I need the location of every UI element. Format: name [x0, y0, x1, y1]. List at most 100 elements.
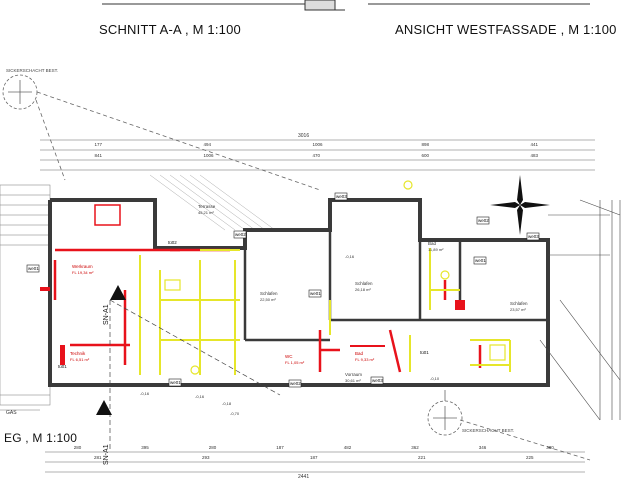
room-name: Bad — [355, 351, 364, 356]
dimension-value: 1006 — [204, 153, 215, 158]
window-tag: we01 — [310, 291, 321, 296]
sickerschacht-bottom-label: SICKERSCHACHT BEST. — [462, 428, 514, 433]
section-marker-low-label: SN-A1 — [103, 444, 110, 465]
dimension-value: 187 — [276, 445, 284, 450]
sickerschacht-top-label: SICKERSCHACHT BEST. — [6, 68, 58, 73]
dimension-value: 395 — [141, 445, 149, 450]
fixtures — [164, 180, 506, 375]
section-marker-low — [96, 400, 112, 415]
room-name: Terrasse — [198, 204, 216, 209]
room-area: FL 6,51 m² — [70, 357, 90, 362]
dimension-value: 221 — [418, 455, 426, 460]
exterior-stairs — [0, 184, 51, 411]
room-name: Bad — [428, 241, 437, 246]
dimension-value: 293 — [202, 455, 210, 460]
dimension-value: 441 — [531, 142, 539, 147]
dimension-value: 346 — [479, 445, 487, 450]
terrace-hatch — [149, 174, 276, 231]
window-tag: we03 — [372, 378, 383, 383]
window-tag-box — [334, 192, 348, 201]
window-tag-box — [476, 216, 490, 225]
room-name: Schlafen — [355, 281, 373, 286]
room-name: Technik — [70, 351, 86, 356]
room-area: 23,57 m² — [510, 307, 526, 312]
window-tag-box — [168, 378, 182, 387]
elevation-title: ANSICHT WESTFASSADE , M 1:100 — [395, 22, 617, 37]
dimension-value: 362 — [411, 445, 419, 450]
level-mark: -0,16 — [140, 391, 150, 396]
window-tag-box — [288, 379, 302, 388]
dimension-value: 280 — [74, 445, 82, 450]
dimension-value: 482 — [344, 445, 352, 450]
exterior-walls — [48, 198, 550, 387]
section-drawing-remnant — [102, 0, 590, 11]
new-construction — [139, 248, 511, 375]
dimension-value: 1006 — [313, 142, 324, 147]
room-name: WC — [285, 354, 293, 359]
room-area: 22,50 m² — [260, 297, 276, 302]
door-tag: tü01 — [420, 350, 429, 355]
dimension-value: 898 — [422, 142, 430, 147]
interior-walls — [243, 230, 548, 342]
demolition-elements — [53, 248, 482, 373]
level-mark: -0,16 — [195, 394, 205, 399]
dimension-value: 281 — [94, 455, 102, 460]
room-area: 26,18 m² — [355, 287, 371, 292]
window-tag: we01 — [170, 380, 181, 385]
north-arrow-compass — [490, 175, 550, 235]
room-area: FL 9,33 m² — [355, 357, 375, 362]
door-tag: tü01 — [58, 364, 67, 369]
dimension-value: 600 — [422, 153, 430, 158]
window-tag: we03 — [528, 234, 539, 239]
section-title: SCHNITT A-A , M 1:100 — [99, 22, 241, 37]
window-tag-box — [308, 289, 322, 298]
room-name: Werkraum — [72, 264, 93, 269]
level-mark: -0,18 — [222, 401, 232, 406]
dimension-value: 225 — [526, 455, 534, 460]
door-tag: tü02 — [168, 240, 177, 245]
dimension-lines-top — [40, 139, 595, 171]
level-marks: -0,16-0,16-0,18-0,70-0,16-0,10 — [140, 254, 440, 416]
plan-title: EG , M 1:100 — [4, 431, 78, 445]
window-tag: we02 — [478, 218, 489, 223]
dimension-value: 380 — [546, 445, 554, 450]
demolition-fills — [40, 204, 465, 365]
room-area: FL 1,05 m² — [285, 360, 305, 365]
dimension-value: 187 — [310, 455, 318, 460]
level-mark: -0,70 — [230, 411, 240, 416]
window-tag: we03 — [336, 194, 347, 199]
window-tag-box — [26, 264, 40, 273]
window-tag-box — [233, 230, 247, 239]
section-marker-mid-label: SN-A1 — [103, 304, 110, 325]
section-marker-mid — [110, 285, 126, 300]
dims-bottom-row2: 281 293 187 221 225 — [94, 455, 534, 460]
sickerschacht-bottom — [427, 390, 591, 461]
window-tag: we01 — [28, 266, 39, 271]
room-name: Vorraum — [345, 372, 362, 377]
room-name: Schlafen — [260, 291, 278, 296]
window-tag-box — [473, 256, 487, 265]
window-tag: we02 — [290, 381, 301, 386]
room-area: 30,61 m² — [345, 378, 361, 383]
dim-total-top: 3016 — [298, 133, 309, 139]
room-area: 45,21 m² — [198, 210, 214, 215]
window-tag-box — [370, 376, 384, 385]
dimension-value: 470 — [313, 153, 321, 158]
room-name: Schlafen — [510, 301, 528, 306]
dimension-value: 841 — [95, 153, 103, 158]
dim-total-bottom: 2441 — [298, 474, 309, 480]
section-line-dashed — [109, 299, 281, 450]
gas-label: GAS — [6, 410, 17, 416]
dimension-value: 494 — [204, 142, 212, 147]
dimension-lines-bottom — [45, 451, 585, 473]
window-tag: we02 — [235, 232, 246, 237]
room-area: 11,89 m² — [428, 247, 444, 252]
level-mark: -0,16 — [345, 254, 355, 259]
